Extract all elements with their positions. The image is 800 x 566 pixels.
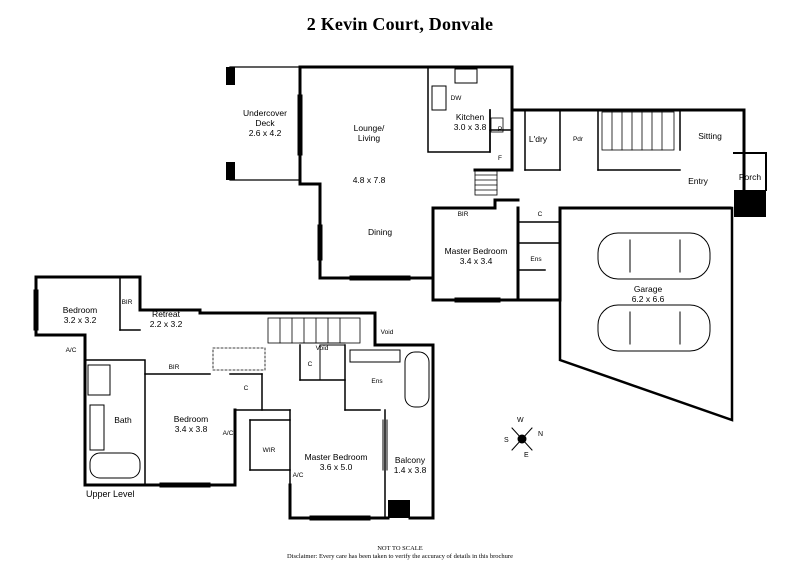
- pantry-label: P: [497, 126, 503, 133]
- compass-w: W: [517, 417, 524, 424]
- upper-outer-walls: [34, 275, 435, 520]
- ensuite-ground-label: Ens: [530, 256, 542, 263]
- garage-cars: [597, 232, 711, 352]
- disclaimer: Disclaimer: Every care has been taken to…: [287, 553, 513, 560]
- master-upper-size: 3.6 x 5.0: [319, 462, 353, 472]
- balcony-name: Balcony: [394, 455, 426, 465]
- compass-rose: [511, 427, 533, 451]
- powder-label: Pdr: [572, 136, 584, 143]
- ensuite-upper-label: Ens: [371, 378, 383, 385]
- wir-label: WIR: [262, 447, 276, 454]
- dining-label: Dining: [367, 227, 393, 237]
- cupboard-upper2-label: C: [307, 361, 313, 368]
- bedroom1-name: Bedroom: [62, 305, 98, 315]
- garage-size: 6.2 x 6.6: [631, 294, 665, 304]
- master-ground-name: Master Bedroom: [444, 246, 508, 256]
- void-upper1-label: Void: [315, 345, 329, 352]
- ground-internal-walls: [427, 66, 681, 271]
- compass-n: N: [538, 431, 544, 438]
- stairs-ground: [474, 111, 675, 196]
- scale-note: NOT TO SCALE: [377, 545, 423, 552]
- fridge-label: F: [498, 155, 502, 162]
- ac-master-label: A/C: [292, 472, 304, 479]
- kitchen-name: Kitchen: [455, 112, 485, 122]
- retreat-size: 2.2 x 3.2: [149, 319, 183, 329]
- deck-size: 2.6 x 4.2: [248, 128, 282, 138]
- master-upper-name: Master Bedroom: [304, 452, 368, 462]
- cupboard-ground-label: C: [537, 211, 543, 218]
- bedroom1-size: 3.2 x 3.2: [63, 315, 97, 325]
- garage-walls: [558, 206, 734, 422]
- deck-outline: [229, 66, 301, 181]
- cupboard-upper1-label: C: [243, 385, 249, 392]
- plan-title: 2 Kevin Court, Donvale: [306, 14, 494, 34]
- ac-bedroom2-label: A/C: [222, 430, 234, 437]
- bir-bedroom2-label: BIR: [168, 364, 180, 371]
- upper-level-label: Upper Level: [86, 489, 135, 499]
- sitting-label: Sitting: [698, 131, 722, 141]
- stairs-upper: [267, 317, 361, 344]
- dishwasher-label: DW: [450, 95, 462, 102]
- deck-name: Undercover Deck: [243, 108, 287, 128]
- upper-internal-walls: [84, 276, 386, 519]
- garage-name: Garage: [633, 284, 663, 294]
- bedroom2-size: 3.4 x 3.8: [174, 424, 208, 434]
- ac-bedroom1-label: A/C: [65, 347, 77, 354]
- compass-s: S: [504, 437, 509, 444]
- kitchen-size: 3.0 x 3.8: [453, 122, 487, 132]
- master-ground-size: 3.4 x 3.4: [459, 256, 493, 266]
- balcony-size: 1.4 x 3.8: [393, 465, 427, 475]
- porch-label: Porch: [738, 172, 762, 182]
- void-upper2-label: Void: [380, 329, 394, 336]
- bir-retreat-label: BIR: [121, 299, 133, 306]
- compass-e: E: [524, 452, 529, 459]
- lounge-size: 4.8 x 7.8: [352, 175, 386, 185]
- bath-label: Bath: [114, 415, 132, 425]
- retreat-name: Retreat: [152, 309, 180, 319]
- windows-ground: [297, 94, 501, 303]
- lounge-name: Lounge/ Living: [353, 123, 385, 143]
- entry-label: Entry: [688, 176, 708, 186]
- bir-ground-label: BIR: [457, 211, 469, 218]
- bedroom2-name: Bedroom: [173, 414, 209, 424]
- laundry-label: L'dry: [528, 134, 548, 144]
